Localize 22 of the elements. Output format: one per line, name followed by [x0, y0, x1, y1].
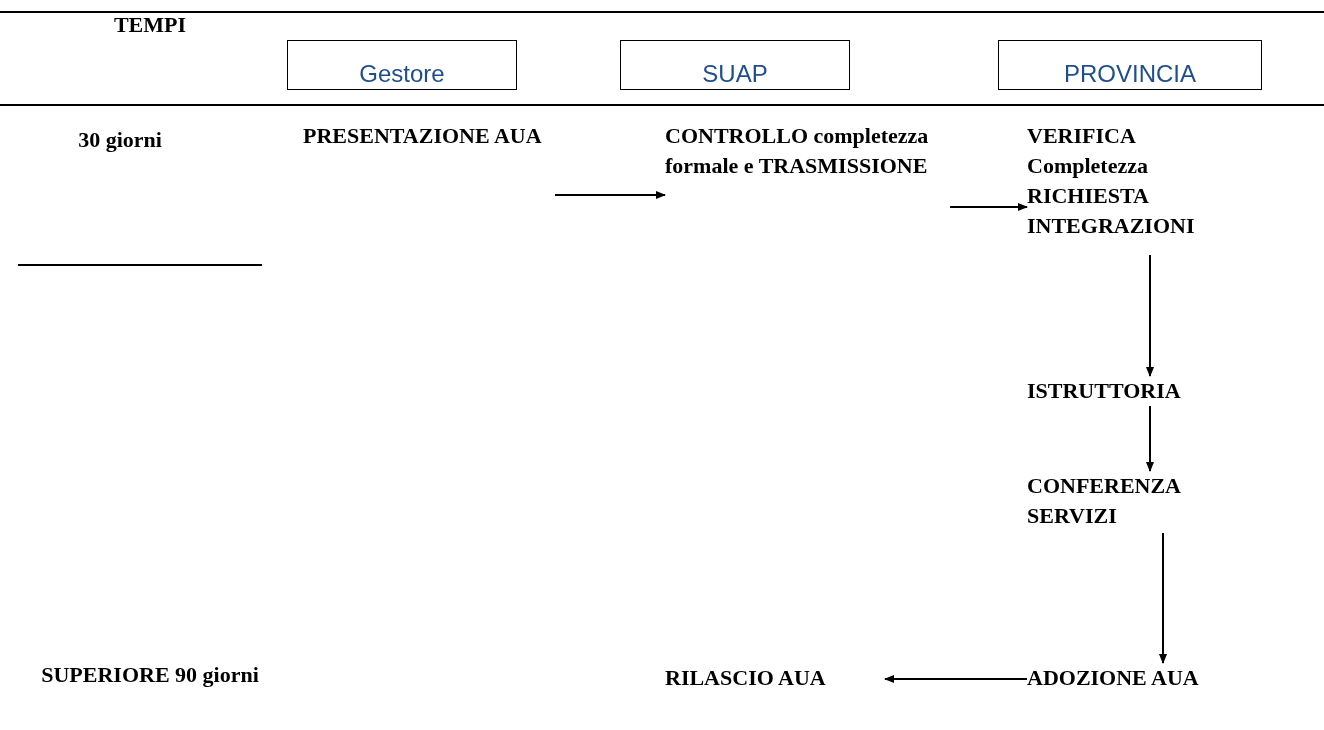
lane-title: PROVINCIA	[1064, 60, 1196, 88]
step-text: CONFERENZA SERVIZI	[1027, 472, 1182, 530]
step-text: PRESENTAZIONE AUA	[303, 122, 543, 150]
step-text: ISTRUTTORIA	[1027, 377, 1182, 405]
time-label: 30 giorni	[77, 126, 163, 154]
lane-header-box	[287, 40, 517, 90]
step-text: RILASCIO AUA	[665, 664, 827, 692]
arrow	[884, 675, 1028, 683]
arrow	[1146, 405, 1154, 472]
lane-title: Gestore	[359, 60, 445, 88]
arrow	[1159, 532, 1167, 664]
lane-title: SUAP	[702, 60, 768, 88]
lane-header-box	[998, 40, 1262, 90]
arrow	[1146, 254, 1154, 377]
step-text: ADOZIONE AUA	[1027, 664, 1200, 692]
step-text: CONTROLLO completezza formale e TRASMISSIONE	[665, 122, 930, 180]
time-label: SUPERIORE 90 giorni	[40, 661, 260, 689]
arrow	[949, 203, 1028, 211]
time-label: TEMPI	[112, 11, 188, 39]
arrow	[554, 191, 666, 199]
step-text: VERIFICA Completezza RICHIESTA INTEGRAZIONI	[1027, 122, 1196, 240]
lane-header-box	[620, 40, 850, 90]
